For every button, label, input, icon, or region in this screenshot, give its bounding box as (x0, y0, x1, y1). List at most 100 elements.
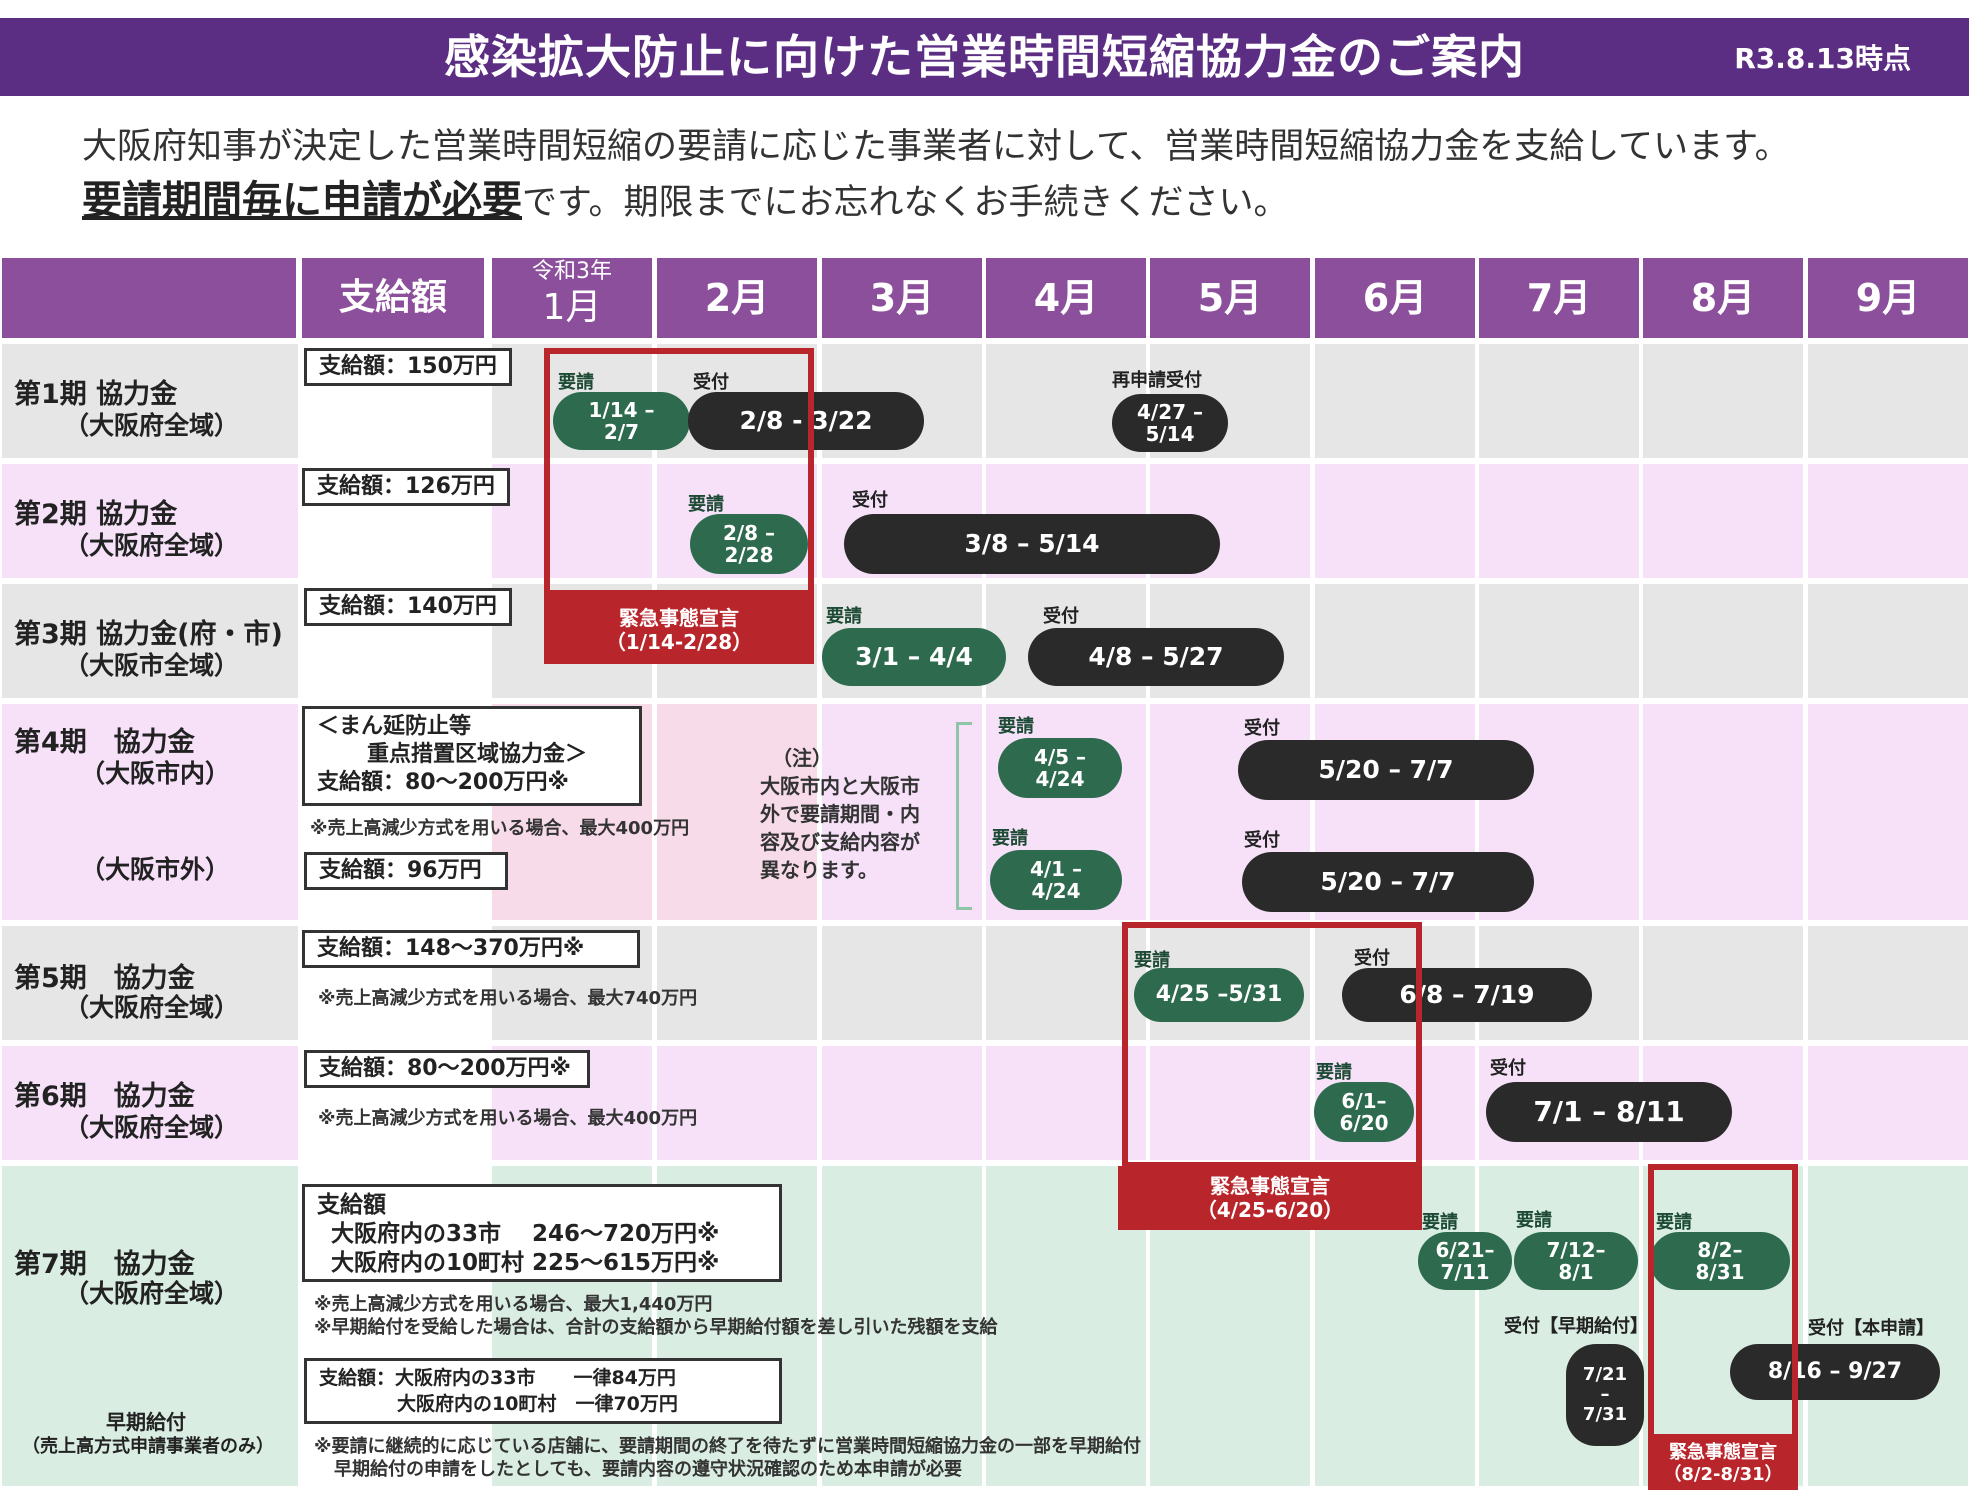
period-7-note-1: ※売上高減少方式を用いる場合、最大1,440万円 (314, 1294, 713, 1315)
period-7-request-2-tag: 要請 (1516, 1210, 1552, 1231)
period-5-reception-tag: 受付 (1354, 948, 1390, 969)
period-6-note: ※売上高減少方式を用いる場合、最大400万円 (318, 1108, 698, 1129)
grid-cell (1479, 344, 1639, 458)
header-month-3: 3月 (822, 258, 982, 338)
grid-cell (1643, 344, 1803, 458)
period-4-in-reception-pill: 5/20 – 7/7 (1238, 740, 1534, 800)
emergency-box-2 (1122, 922, 1422, 1168)
early-payment-note-1: ※要請に継続的に応じている店舗に、要請期間の終了を待たずに営業時間短縮協力金の一… (314, 1436, 1141, 1457)
grid-cell (1808, 1166, 1968, 1486)
period-7-amount-line2: 大阪府内の10町村 225～615万円※ (331, 1250, 720, 1276)
period-4-name: 第4期 協力金 (14, 727, 195, 758)
intro-line-1: 大阪府知事が決定した営業時間短縮の要請に応じた事業者に対して、営業時間短縮協力金… (82, 127, 1790, 167)
period-3-request-pill: 3/1 – 4/4 (822, 628, 1006, 686)
period-7-request-3-pill: 8/2– 8/31 (1650, 1232, 1790, 1290)
period-5-name: 第5期 協力金 (14, 963, 195, 994)
header-month-9: 9月 (1808, 258, 1968, 338)
period-4-side-note-3: 外で要請期間・内 (760, 802, 920, 826)
emergency-label-2: 緊急事態宣言 （4/25-6/20） (1118, 1166, 1422, 1230)
period-3-reception-tag: 受付 (1043, 606, 1079, 627)
grid-cell (1150, 1046, 1310, 1160)
header-month-1: 令和3年 1月 (492, 258, 652, 338)
period-7-amount-line1: 大阪府内の33市 246～720万円※ (331, 1221, 720, 1247)
period-2-area: （大阪府全域） (64, 531, 240, 560)
early-payment-amount: 支給額：大阪府内の33市 一律84万円 大阪府内の10町村 一律70万円 (304, 1358, 782, 1424)
period-4-out-reception-pill: 5/20 – 7/7 (1242, 852, 1534, 912)
early-payment-label: 早期給付 (106, 1410, 186, 1434)
period-2-reception-pill: 3/8 – 5/14 (844, 514, 1220, 574)
period-4-amount-out: 支給額：96万円 (304, 852, 508, 890)
period-7-request-1-tag: 要請 (1422, 1212, 1458, 1233)
as-of-date: R3.8.13時点 (1734, 42, 1911, 75)
period-4-area-out: （大阪市外） (80, 855, 231, 884)
period-4-in-request-tag: 要請 (998, 716, 1034, 737)
grid-cell (822, 704, 982, 920)
period-1-reception-pill: 2/8 - 3/22 (688, 392, 924, 450)
grid-cell (2, 1046, 298, 1160)
grid-cell (2, 464, 298, 578)
period-7-request-2-pill: 7/12– 8/1 (1514, 1232, 1638, 1290)
period-1-area: （大阪府全域） (64, 411, 240, 440)
grid-cell (1643, 926, 1803, 1040)
emergency-box-3 (1648, 1164, 1798, 1440)
period-1-amount: 支給額：150万円 (304, 348, 512, 386)
grid-cell (986, 926, 1146, 1040)
period-4-out-request-pill: 4/1 – 4/24 (990, 850, 1122, 910)
grid-cell (2, 1166, 298, 1486)
grid-cell (1315, 584, 1475, 698)
period-6-area: （大阪府全域） (64, 1113, 240, 1142)
period-3-area: （大阪市全域） (64, 651, 240, 680)
period-7-request-3-tag: 要請 (1656, 1212, 1692, 1233)
period-3-request-tag: 要請 (826, 606, 862, 627)
period-3-amount: 支給額：140万円 (304, 588, 512, 626)
early-payment-amount-2: 大阪府内の10町村 一律70万円 (397, 1393, 678, 1415)
header-amount: 支給額 (302, 258, 484, 338)
grid-cell (1479, 464, 1639, 578)
period-1-reapply-tag: 再申請受付 (1112, 370, 1202, 391)
period-4-note-in: ※売上高減少方式を用いる場合、最大400万円 (310, 818, 690, 839)
grid-cell (2, 926, 298, 1040)
period-4-bracket (956, 722, 972, 910)
intro-line-2: 要請期間毎に申請が必要です。期限までにお忘れなくお手続きください。 (82, 168, 1289, 226)
period-4-amount-in-line2: 重点措置区域協力金＞ (367, 742, 588, 767)
period-4-in-request-pill: 4/5 – 4/24 (998, 738, 1122, 798)
early-reception-tag: 受付【早期給付】 (1504, 1316, 1648, 1337)
grid-cell (1808, 584, 1968, 698)
period-4-side-note: （注） 大阪市内と大阪市 外で要請期間・内 容及び支給内容が 異なります。 (760, 744, 920, 884)
period-2-name: 第2期 協力金 (14, 499, 178, 530)
period-1-request-tag: 要請 (558, 372, 594, 393)
period-3-reception-pill: 4/8 – 5/27 (1028, 628, 1284, 686)
grid-cell (657, 1046, 817, 1160)
emergency-box-1 (544, 348, 814, 596)
intro-emphasis: 要請期間毎に申請が必要 (82, 178, 522, 224)
grid-cell (1643, 704, 1803, 920)
period-6-name: 第6期 協力金 (14, 1081, 195, 1112)
period-4-side-note-1: （注） (772, 746, 832, 770)
early-payment-sub: （売上高方式申請事業者のみ） (22, 1436, 274, 1457)
early-payment-amount-1: 支給額：大阪府内の33市 一律84万円 (319, 1367, 676, 1389)
period-1-reception-tag: 受付 (693, 372, 729, 393)
main-reception-tag: 受付【本申請】 (1808, 1318, 1934, 1339)
grid-cell (2, 584, 298, 698)
emergency-label-1: 緊急事態宣言 （1/14-2/28） (544, 596, 814, 664)
grid-cell (492, 464, 652, 578)
grid-cell (1808, 344, 1968, 458)
period-5-note: ※売上高減少方式を用いる場合、最大740万円 (318, 988, 698, 1009)
period-6-reception-pill: 7/1 – 8/11 (1486, 1082, 1732, 1142)
grid-cell (657, 926, 817, 1040)
period-4-area-in: （大阪市内） (80, 759, 231, 788)
period-5-request-pill: 4/25 –5/31 (1134, 968, 1304, 1022)
period-7-area: （大阪府全域） (64, 1279, 240, 1308)
header-month-2: 2月 (657, 258, 817, 338)
period-7-amount-title: 支給額 (317, 1192, 386, 1218)
grid-cell (1808, 926, 1968, 1040)
header-corner (2, 258, 296, 338)
period-7-name: 第7期 協力金 (14, 1249, 195, 1280)
period-7-amount: 支給額 大阪府内の33市 246～720万円※ 大阪府内の10町村 225～61… (302, 1184, 782, 1282)
period-4-amount-in-line3: 支給額：80～200万円※ (317, 770, 569, 795)
period-6-request-pill: 6/1– 6/20 (1314, 1082, 1414, 1142)
grid-cell (1808, 1046, 1968, 1160)
grid-cell (822, 1046, 982, 1160)
title-bar (0, 18, 1969, 96)
period-4-out-reception-tag: 受付 (1244, 830, 1280, 851)
